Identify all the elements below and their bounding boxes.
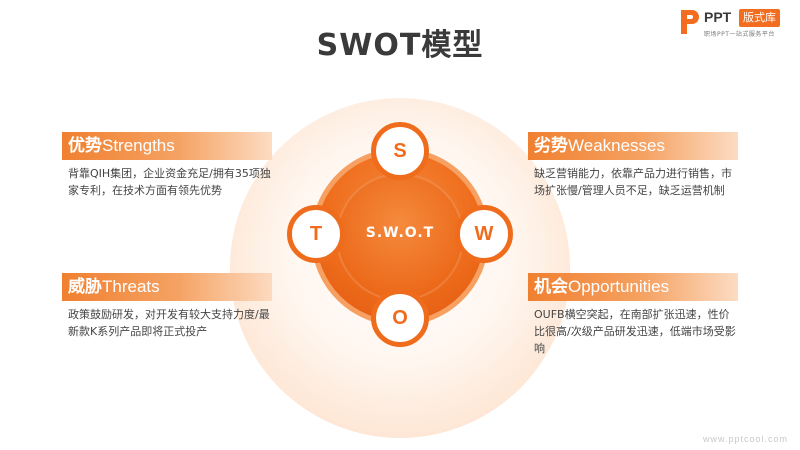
logo-tagline: 职场PPT一站式服务平台 [704,31,775,38]
weaknesses-text: 缺乏营销能力，依靠产品力进行销售，市场扩张慢/管理人员不足，缺乏运营机制 [534,167,732,197]
threats-title-zh: 威胁 [68,277,102,297]
weaknesses-title-en: Weaknesses [568,136,666,155]
node-s: S [371,122,429,180]
opportunities-header: 机会Opportunities [528,273,738,301]
opportunities-text: OUFB横空突起，在南部扩张迅速，性价比很高/次级产品研发迅速，低端市场受影响 [534,308,736,355]
ppt-logo-icon [681,10,699,34]
strengths-header: 优势Strengths [62,132,272,160]
opportunities-title-en: Opportunities [568,277,670,296]
strengths-text: 背靠QIH集团，企业资金充足/拥有35项独家专利，在技术方面有领先优势 [68,167,271,197]
node-w: W [455,205,513,263]
strengths-title-en: Strengths [102,136,175,155]
page-title: SWOT模型 [316,28,484,63]
node-t: T [287,205,345,263]
brand-logo[interactable]: PPT 版式库 职场PPT一站式服务平台 [679,8,795,40]
threats-header: 威胁Threats [62,273,272,301]
threats-title-en: Threats [102,277,160,296]
watermark: www.pptcool.com [702,434,788,444]
logo-ppt-text: PPT [704,9,732,25]
strengths-title-zh: 优势 [68,136,102,156]
threats-text: 政策鼓励研发，对开发有较大支持力度/最新款K系列产品即将正式投产 [68,308,270,338]
node-o: O [371,289,429,347]
swot-center-label: S.W.O.T [365,225,435,241]
logo-badge: 版式库 [739,9,780,27]
swot-center-disk [336,173,464,301]
weaknesses-header: 劣势Weaknesses [528,132,738,160]
weaknesses-title-zh: 劣势 [534,136,568,156]
opportunities-title-zh: 机会 [534,277,568,297]
